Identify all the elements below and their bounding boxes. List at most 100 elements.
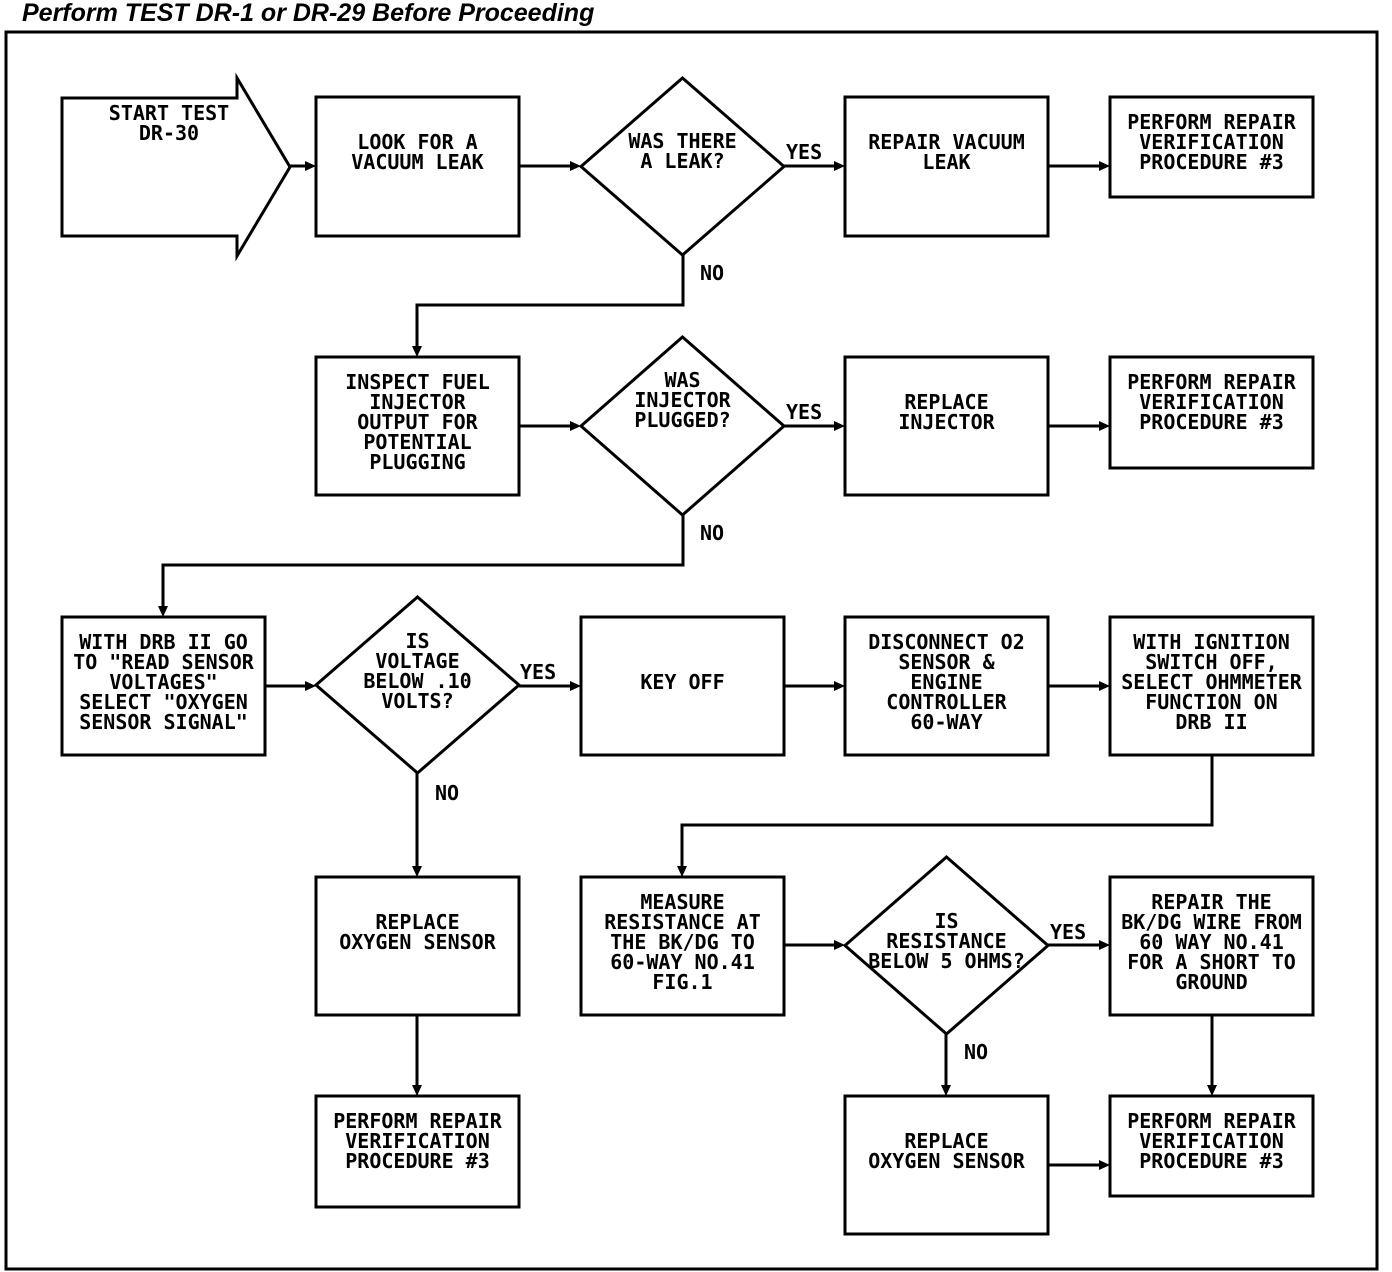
node-label-line: OXYGEN SENSOR — [868, 1149, 1025, 1173]
arrowhead — [412, 866, 422, 877]
arrowhead — [677, 866, 687, 877]
node-label-line: 60 WAY NO.41 — [1139, 930, 1284, 954]
process-box — [843, 355, 1050, 497]
node-label-line: PLUGGED? — [634, 408, 730, 432]
connector-was-leak-to-inspect-fuel — [412, 255, 685, 357]
node-label-line: REPLACE — [904, 390, 988, 414]
edge-label-no: NO — [964, 1040, 988, 1064]
process-box — [1108, 355, 1315, 470]
node-label-line: SWITCH OFF, — [1145, 650, 1277, 674]
connector-inspect-fuel-to-was-plugged — [519, 421, 581, 431]
node-label-line: SENSOR & — [898, 650, 995, 674]
node-key-off: KEY OFF — [579, 615, 786, 757]
connector-was-plugged-to-drb-read — [158, 515, 685, 617]
node-label-line: VACUUM LEAK — [351, 150, 483, 174]
arrowhead — [305, 681, 316, 691]
arrowhead — [305, 161, 316, 171]
connector-repair-wire-to-perform-4 — [1207, 1015, 1217, 1096]
edge-label-no: NO — [700, 521, 724, 545]
node-label-line: OUTPUT FOR — [357, 410, 478, 434]
process-box — [60, 615, 267, 757]
connector-drb-read-to-voltage-below — [265, 681, 316, 691]
node-label-line: FIG.1 — [652, 970, 712, 994]
node-label-line: CONTROLLER — [886, 690, 1007, 714]
node-label-line: VERIFICATION — [1139, 130, 1284, 154]
process-box — [314, 355, 521, 497]
node-label-line: IS — [405, 629, 429, 653]
connector-start-to-look-leak — [290, 161, 316, 171]
connector-was-leak-to-repair-vacuum — [784, 161, 845, 171]
node-label-line: BELOW .10 — [363, 669, 471, 693]
arrowhead — [1099, 681, 1110, 691]
node-label-line: VERIFICATION — [1139, 1129, 1284, 1153]
node-label-line: THE BK/DG TO — [610, 930, 755, 954]
connector-ohmmeter-to-measure — [677, 755, 1214, 877]
node-label-line: WAS — [664, 368, 700, 392]
connector-line — [161, 515, 685, 606]
arrowhead — [570, 161, 581, 171]
node-label-line: GROUND — [1175, 970, 1247, 994]
node-label-line: INJECTOR — [634, 388, 731, 412]
node-label-line: REPLACE — [375, 910, 459, 934]
node-label-line: SELECT OHMMETER — [1121, 670, 1303, 694]
node-label-line: ENGINE — [910, 670, 982, 694]
arrowhead — [412, 1085, 422, 1096]
decision-diamond — [578, 335, 787, 517]
arrowhead — [834, 681, 845, 691]
connector-disconnect-to-ohmmeter — [1048, 681, 1110, 691]
connector-replace-injector-to-perform-2 — [1048, 421, 1110, 431]
node-label-line: SELECT "OXYGEN — [79, 690, 248, 714]
arrowhead — [834, 940, 845, 950]
node-label-line: DISCONNECT O2 — [868, 630, 1025, 654]
process-box — [314, 95, 521, 238]
node-label-line: VOLTS? — [381, 689, 453, 713]
edge-label-yes: YES — [1050, 920, 1086, 944]
arrowhead — [1099, 421, 1110, 431]
node-label-line: DR-30 — [139, 121, 199, 145]
node-label-line: TO "READ SENSOR — [73, 650, 255, 674]
node-label-line: A LEAK? — [640, 149, 724, 173]
connector-was-plugged-to-replace-injector — [784, 421, 845, 431]
arrowhead — [158, 606, 168, 617]
node-label-line: VERIFICATION — [1139, 390, 1284, 414]
arrowhead — [1099, 161, 1110, 171]
node-label-line: VOLTAGE — [375, 649, 459, 673]
node-label-line: REPLACE — [904, 1129, 988, 1153]
node-label-line: FOR A SHORT TO — [1127, 950, 1296, 974]
edge-label-yes: YES — [520, 660, 556, 684]
node-label-line: VERIFICATION — [345, 1129, 490, 1153]
connector-resistance-below-to-replace-o2-b — [941, 1034, 951, 1096]
page-heading: Perform TEST DR-1 or DR-29 Before Procee… — [22, 0, 594, 27]
process-box — [843, 615, 1050, 757]
node-label-line: DRB II — [1175, 710, 1247, 734]
process-box — [579, 615, 786, 757]
arrowhead — [1099, 940, 1110, 950]
node-label-line: REPAIR THE — [1151, 890, 1271, 914]
arrowhead — [834, 421, 845, 431]
process-box — [314, 1094, 521, 1209]
node-label-line: MEASURE — [640, 890, 724, 914]
connector-line — [415, 255, 685, 346]
node-label-line: INJECTOR — [369, 390, 466, 414]
node-label-line: INSPECT FUEL — [345, 370, 490, 394]
node-label-line: KEY OFF — [640, 670, 724, 694]
node-label-line: WITH IGNITION — [1133, 630, 1290, 654]
edge-label-no: NO — [700, 261, 724, 285]
start-arrow-shape — [60, 72, 292, 262]
connector-line — [680, 755, 1214, 866]
